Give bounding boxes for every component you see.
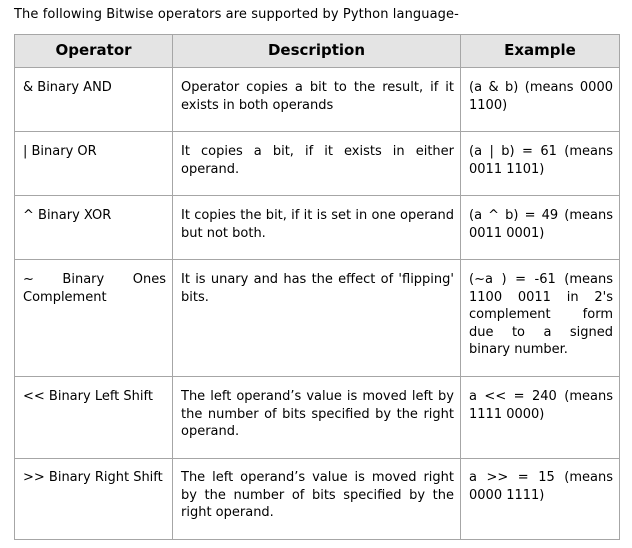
header-operator: Operator	[14, 34, 173, 68]
example-cell: (~a ) = -61 (means 1100 0011 in 2's comp…	[460, 259, 620, 377]
operator-cell: ^ Binary XOR	[14, 195, 173, 260]
header-example: Example	[460, 34, 620, 68]
description-cell: The left operand’s value is moved left b…	[172, 376, 461, 459]
operator-cell: & Binary AND	[14, 67, 173, 132]
operator-cell: >> Binary Right Shift	[14, 458, 173, 540]
table-row: ~ Binary Ones Complement It is unary and…	[14, 259, 620, 377]
description-cell: It is unary and has the effect of 'flipp…	[172, 259, 461, 377]
operator-cell: | Binary OR	[14, 131, 173, 196]
example-cell: a << = 240 (means 1111 0000)	[460, 376, 620, 459]
table-header-row: Operator Description Example	[14, 34, 620, 68]
description-cell: It copies a bit, if it exists in either …	[172, 131, 461, 196]
intro-text: The following Bitwise operators are supp…	[14, 7, 459, 22]
description-cell: The left operand’s value is moved right …	[172, 458, 461, 540]
example-cell: (a & b) (means 0000 1100)	[460, 67, 620, 132]
example-cell: (a ^ b) = 49 (means 0011 0001)	[460, 195, 620, 260]
table-row: << Binary Left Shift The left operand’s …	[14, 376, 620, 459]
example-cell: a >> = 15 (means 0000 1111)	[460, 458, 620, 540]
table-row: ^ Binary XOR It copies the bit, if it is…	[14, 195, 620, 260]
operator-cell: << Binary Left Shift	[14, 376, 173, 459]
example-cell: (a | b) = 61 (means 0011 1101)	[460, 131, 620, 196]
description-cell: It copies the bit, if it is set in one o…	[172, 195, 461, 260]
description-cell: Operator copies a bit to the result, if …	[172, 67, 461, 132]
table-row: | Binary OR It copies a bit, if it exist…	[14, 131, 620, 196]
table-row: >> Binary Right Shift The left operand’s…	[14, 458, 620, 540]
table-row: & Binary AND Operator copies a bit to th…	[14, 67, 620, 132]
bitwise-operators-table: Operator Description Example & Binary AN…	[14, 34, 620, 540]
operator-cell: ~ Binary Ones Complement	[14, 259, 173, 377]
header-description: Description	[172, 34, 461, 68]
